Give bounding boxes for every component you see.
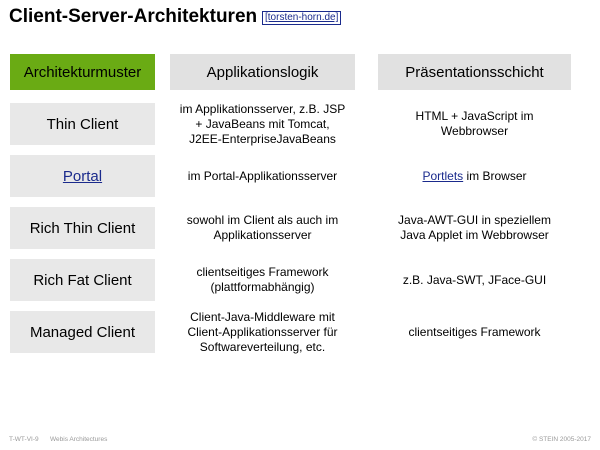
row-managed-client-logic: Client-Java-Middleware mit Client-Applik… [187, 309, 338, 354]
row-managed-client-presentation: clientseitiges Framework [408, 324, 541, 339]
portlets-link[interactable]: Portlets [422, 168, 464, 183]
row-rich-fat-client-presentation: z.B. Java-SWT, JFace-GUI [402, 272, 547, 287]
header-applikationslogik: Applikationslogik [170, 54, 355, 90]
footer-course: Webis Architectures [50, 436, 108, 443]
source-link[interactable]: [torsten-horn.de] [262, 11, 342, 25]
row-portal-label: Portal [10, 155, 155, 197]
header-architekturmuster: Architekturmuster [10, 54, 155, 90]
page-title: Client-Server-Architekturen [9, 6, 258, 27]
row-managed-client-label: Managed Client [10, 311, 155, 353]
row-thin-client-logic: im Applikationsserver, z.B. JSP + JavaBe… [179, 101, 346, 146]
row-portal-presentation: Portlets im Browser [422, 168, 527, 183]
row-thin-client-label: Thin Client [10, 103, 155, 145]
portal-link[interactable]: Portal [62, 167, 103, 185]
row-thin-client-presentation: HTML + JavaScript im Webbrowser [415, 109, 534, 138]
footer-slide-id: T-WT-VI-9 [9, 436, 39, 443]
row-rich-thin-client-presentation: Java-AWT-GUI in speziellem Java Applet i… [398, 213, 551, 242]
footer-copyright: © STEIN 2005-2017 [532, 436, 591, 443]
row-rich-fat-client-label: Rich Fat Client [10, 259, 155, 301]
row-rich-thin-client-label: Rich Thin Client [10, 207, 155, 249]
header-praesentationsschicht: Präsentationsschicht [378, 54, 571, 90]
row-rich-thin-client-logic: sowohl im Client als auch im Applikation… [186, 213, 339, 242]
row-rich-fat-client-logic: clientseitiges Framework (plattformabhän… [196, 265, 329, 294]
row-portal-logic: im Portal-Applikationsserver [187, 168, 338, 183]
